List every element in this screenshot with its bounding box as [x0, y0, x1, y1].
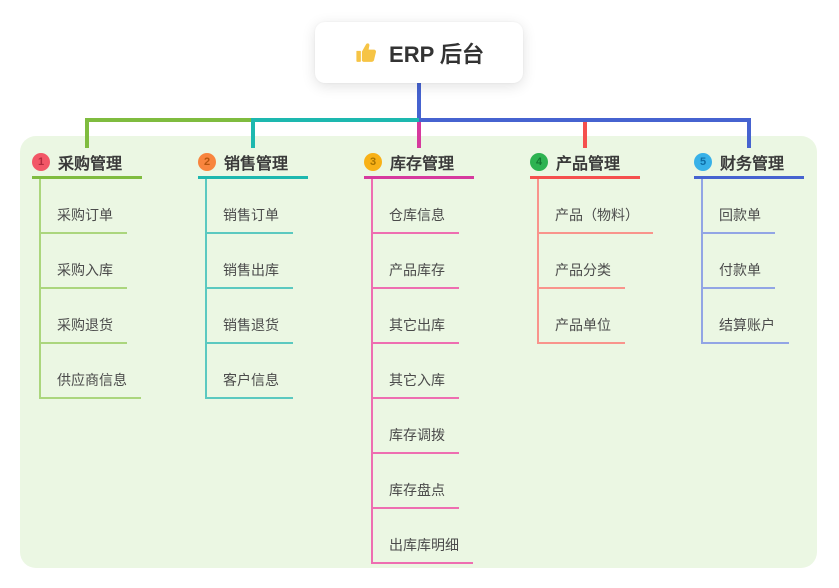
child-node[interactable]: 销售退货	[207, 289, 293, 344]
child-label: 产品（物料）	[555, 207, 639, 223]
child-label: 出库库明细	[389, 537, 459, 553]
connector-drop-inventory	[417, 122, 421, 148]
branch-number-badge: 4	[530, 153, 548, 171]
child-label: 销售退货	[223, 317, 279, 333]
child-label: 仓库信息	[389, 207, 445, 223]
branch-title-product[interactable]: 4 产品管理	[530, 148, 640, 179]
branch-title-purchase[interactable]: 1 采购管理	[32, 148, 142, 179]
child-label: 产品分类	[555, 262, 611, 278]
child-node[interactable]: 客户信息	[207, 344, 293, 399]
branch-number-badge: 2	[198, 153, 216, 171]
child-node[interactable]: 其它入库	[373, 344, 459, 399]
branch-children: 采购订单 采购入库 采购退货 供应商信息	[39, 179, 141, 399]
connector-drop-sales	[251, 118, 255, 148]
connector-drop-finance	[747, 118, 751, 148]
branch-product: 4 产品管理 产品（物料） 产品分类 产品单位	[530, 148, 710, 344]
child-node[interactable]: 供应商信息	[41, 344, 141, 399]
branch-title-label: 库存管理	[390, 156, 455, 173]
child-node[interactable]: 仓库信息	[373, 179, 459, 234]
connector-bus-left-teal	[251, 118, 419, 122]
child-node[interactable]: 产品分类	[539, 234, 625, 289]
branch-purchase: 1 采购管理 采购订单 采购入库 采购退货 供应商信息	[32, 148, 212, 399]
child-label: 销售出库	[223, 262, 279, 278]
root-node[interactable]: ERP 后台	[315, 22, 523, 83]
connector-bus-left-green	[85, 118, 253, 122]
child-node[interactable]: 销售订单	[207, 179, 293, 234]
child-node[interactable]: 库存调拨	[373, 399, 459, 454]
connector-drop-product	[583, 122, 587, 148]
branch-title-label: 财务管理	[720, 156, 785, 173]
child-label: 回款单	[719, 207, 761, 223]
branch-children: 产品（物料） 产品分类 产品单位	[537, 179, 653, 344]
branch-title-label: 产品管理	[556, 156, 621, 173]
child-label: 采购退货	[57, 317, 113, 333]
child-label: 供应商信息	[57, 372, 127, 388]
branch-children: 销售订单 销售出库 销售退货 客户信息	[205, 179, 293, 399]
child-label: 客户信息	[223, 372, 279, 388]
child-label: 采购订单	[57, 207, 113, 223]
child-node[interactable]: 采购入库	[41, 234, 127, 289]
child-node[interactable]: 采购订单	[41, 179, 127, 234]
root-label: ERP 后台	[389, 41, 484, 67]
child-node[interactable]: 其它出库	[373, 289, 459, 344]
connector-bus-right-blue	[419, 118, 751, 122]
child-label: 销售订单	[223, 207, 279, 223]
child-node[interactable]: 回款单	[703, 179, 775, 234]
branch-number-badge: 1	[32, 153, 50, 171]
thumbs-up-icon	[354, 40, 379, 65]
branches-panel	[20, 136, 817, 568]
branch-sales: 2 销售管理 销售订单 销售出库 销售退货 客户信息	[198, 148, 378, 399]
branch-number-badge: 3	[364, 153, 382, 171]
child-node[interactable]: 付款单	[703, 234, 775, 289]
child-label: 库存调拨	[389, 427, 445, 443]
child-label: 采购入库	[57, 262, 113, 278]
branch-title-finance[interactable]: 5 财务管理	[694, 148, 804, 179]
branch-title-label: 销售管理	[224, 156, 289, 173]
child-label: 付款单	[719, 262, 761, 278]
branch-children: 回款单 付款单 结算账户	[701, 179, 789, 344]
child-node[interactable]: 销售出库	[207, 234, 293, 289]
child-node[interactable]: 产品（物料）	[539, 179, 653, 234]
child-node[interactable]: 结算账户	[703, 289, 789, 344]
child-label: 产品单位	[555, 317, 611, 333]
child-node[interactable]: 产品单位	[539, 289, 625, 344]
branch-inventory: 3 库存管理 仓库信息 产品库存 其它出库 其它入库 库存调拨 库存盘点 出库库…	[364, 148, 544, 564]
connector-root-drop	[417, 83, 421, 122]
child-node[interactable]: 出库库明细	[373, 509, 473, 564]
child-label: 结算账户	[719, 317, 775, 333]
child-node[interactable]: 采购退货	[41, 289, 127, 344]
child-node[interactable]: 产品库存	[373, 234, 459, 289]
child-label: 产品库存	[389, 262, 445, 278]
child-label: 库存盘点	[389, 482, 445, 498]
branch-finance: 5 财务管理 回款单 付款单 结算账户	[694, 148, 839, 344]
child-node[interactable]: 库存盘点	[373, 454, 459, 509]
child-label: 其它入库	[389, 372, 445, 388]
branch-title-label: 采购管理	[58, 156, 123, 173]
branch-title-sales[interactable]: 2 销售管理	[198, 148, 308, 179]
connector-drop-purchase	[85, 118, 89, 148]
branch-title-inventory[interactable]: 3 库存管理	[364, 148, 474, 179]
child-label: 其它出库	[389, 317, 445, 333]
branch-children: 仓库信息 产品库存 其它出库 其它入库 库存调拨 库存盘点 出库库明细	[371, 179, 473, 564]
branch-number-badge: 5	[694, 153, 712, 171]
